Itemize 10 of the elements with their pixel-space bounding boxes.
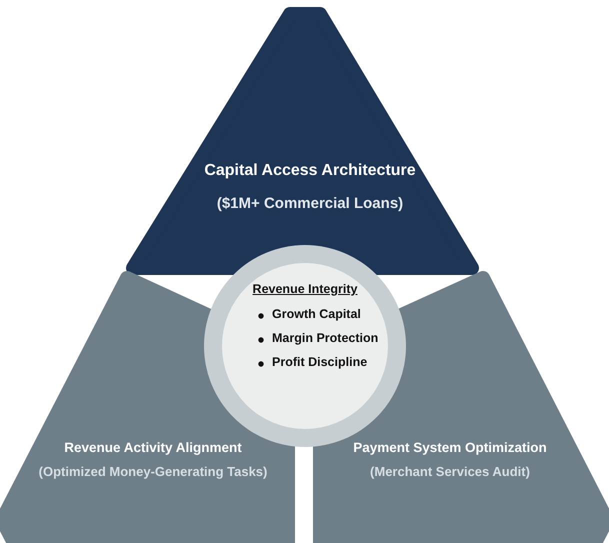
heading-text: Revenue Integrity — [252, 282, 358, 296]
segment-subtitle: (Optimized Money-Generating Tasks) — [38, 464, 268, 479]
segment-title: Revenue Activity Alignment — [63, 440, 243, 455]
segment-title: Capital Access Architecture — [203, 162, 417, 180]
segment-subtitle: (Merchant Services Audit) — [369, 464, 531, 479]
bullet-item: Margin Protection — [272, 331, 378, 345]
segment-subtitle: ($1M+ Commercial Loans) — [216, 195, 404, 212]
segment-title: Payment System Optimization — [352, 440, 548, 455]
bullet-item: Profit Discipline — [272, 355, 368, 369]
bullet-item: Growth Capital — [272, 307, 361, 321]
